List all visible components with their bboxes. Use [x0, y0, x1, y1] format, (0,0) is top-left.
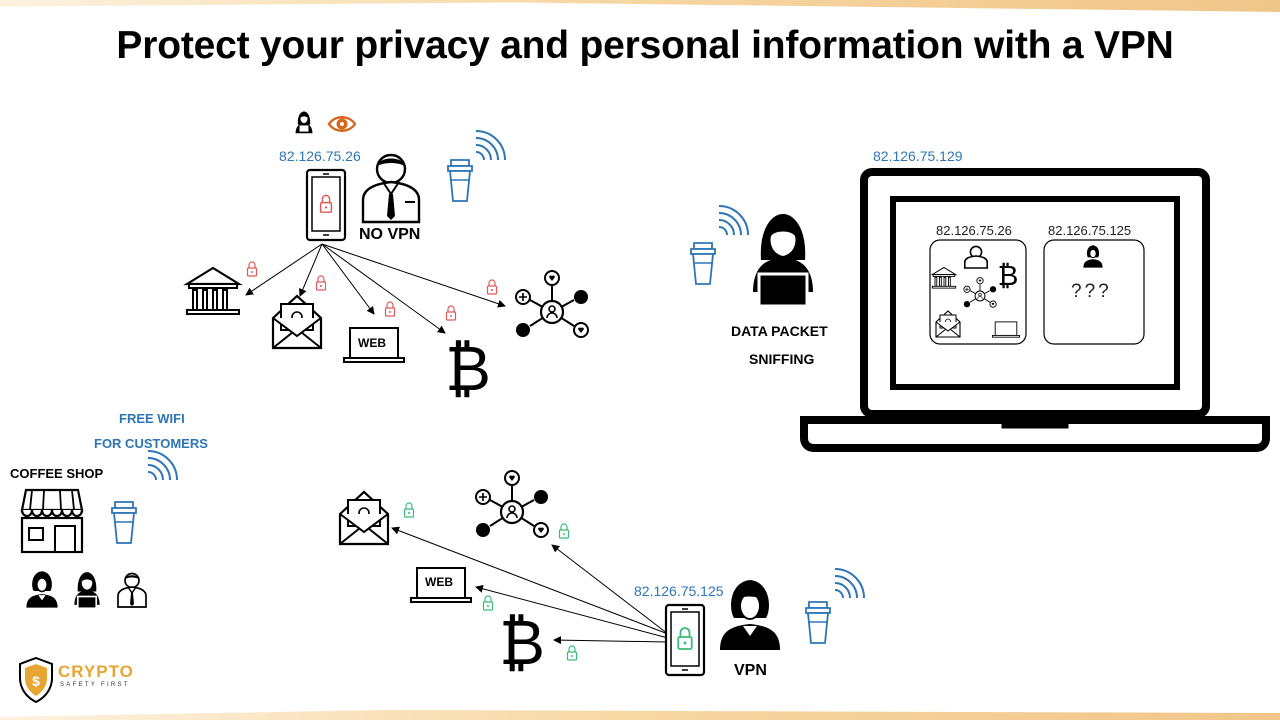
no-vpn-ip: 82.126.75.26 — [279, 148, 361, 164]
laptop-ip: 82.126.75.129 — [873, 148, 963, 164]
web-label: WEB — [358, 336, 386, 350]
vpn-ip: 82.126.75.125 — [634, 583, 724, 599]
no-vpn-arrows — [245, 243, 506, 334]
wifi-icon — [475, 130, 506, 161]
businessman-icon — [361, 153, 421, 224]
lock-open-icon — [384, 301, 396, 317]
coffee-cup-icon — [447, 159, 473, 202]
captured-ip-left: 82.126.75.26 — [936, 223, 1012, 238]
hacker-icon — [753, 214, 813, 308]
free-wifi-line2: FOR CUSTOMERS — [94, 436, 208, 451]
lock-open-icon — [315, 275, 327, 291]
wifi-icon — [834, 568, 865, 599]
page-title: Protect your privacy and personal inform… — [116, 24, 1174, 67]
bank-icon — [185, 266, 241, 316]
phone-unlocked-icon — [305, 168, 347, 242]
social-network-icon — [514, 269, 590, 339]
captured-ip-right: 82.126.75.125 — [1048, 223, 1132, 238]
vpn-arrows — [391, 526, 669, 645]
logo-tagline: SAFETY FIRST — [60, 682, 130, 688]
coffee-cup-icon — [111, 501, 137, 544]
lock-open-icon — [246, 261, 258, 277]
crypto-safety-logo-icon: $ — [19, 656, 53, 704]
mail-icon — [271, 294, 323, 350]
bitcoin-icon: ₿ — [445, 332, 491, 405]
coffee-cup-icon — [805, 601, 831, 644]
svg-text:₿: ₿ — [499, 606, 545, 679]
vpn-label: VPN — [734, 662, 767, 679]
wifi-icon — [718, 205, 749, 236]
customer-hacker-icon — [74, 572, 100, 610]
hacker-small-icon — [295, 111, 313, 134]
bitcoin-icon: ₿ — [499, 606, 545, 679]
customer-woman-icon — [26, 571, 58, 608]
captured-panel-left: ₿ — [929, 239, 1027, 345]
sniffer-label-line2: SNIFFING — [749, 351, 815, 367]
lock-closed-icon — [403, 502, 415, 518]
coffee-shop-label: COFFEE SHOP — [10, 466, 104, 481]
svg-text:₿: ₿ — [445, 332, 491, 405]
svg-text:₿: ₿ — [998, 259, 1019, 292]
svg-text:$: $ — [32, 673, 40, 689]
coffee-cup-icon — [690, 242, 716, 285]
lock-open-icon — [445, 305, 457, 321]
social-network-icon — [474, 469, 550, 539]
sniffer-label-line1: DATA PACKET — [731, 323, 828, 339]
phone-locked-icon — [664, 603, 706, 677]
woman-icon — [720, 580, 780, 650]
lock-open-icon — [486, 279, 498, 295]
customer-businessman-icon — [117, 572, 147, 608]
big-laptop-icon — [800, 168, 1270, 452]
lock-closed-icon — [566, 645, 578, 661]
unknown-data-text: ??? — [1071, 281, 1112, 302]
no-vpn-label: NO VPN — [359, 226, 421, 243]
logo-name: CRYPTO — [58, 662, 134, 681]
coffee-shop-icon — [20, 488, 84, 554]
bottom-accent-bar — [0, 710, 1280, 720]
free-wifi-line1: FREE WIFI — [119, 411, 185, 426]
wifi-icon — [147, 450, 178, 481]
eye-icon — [327, 116, 357, 132]
lock-closed-icon — [482, 595, 494, 611]
captured-panel-right — [1043, 239, 1145, 345]
web-label: WEB — [425, 575, 453, 589]
mail-icon — [338, 490, 390, 546]
lock-closed-icon — [558, 523, 570, 539]
